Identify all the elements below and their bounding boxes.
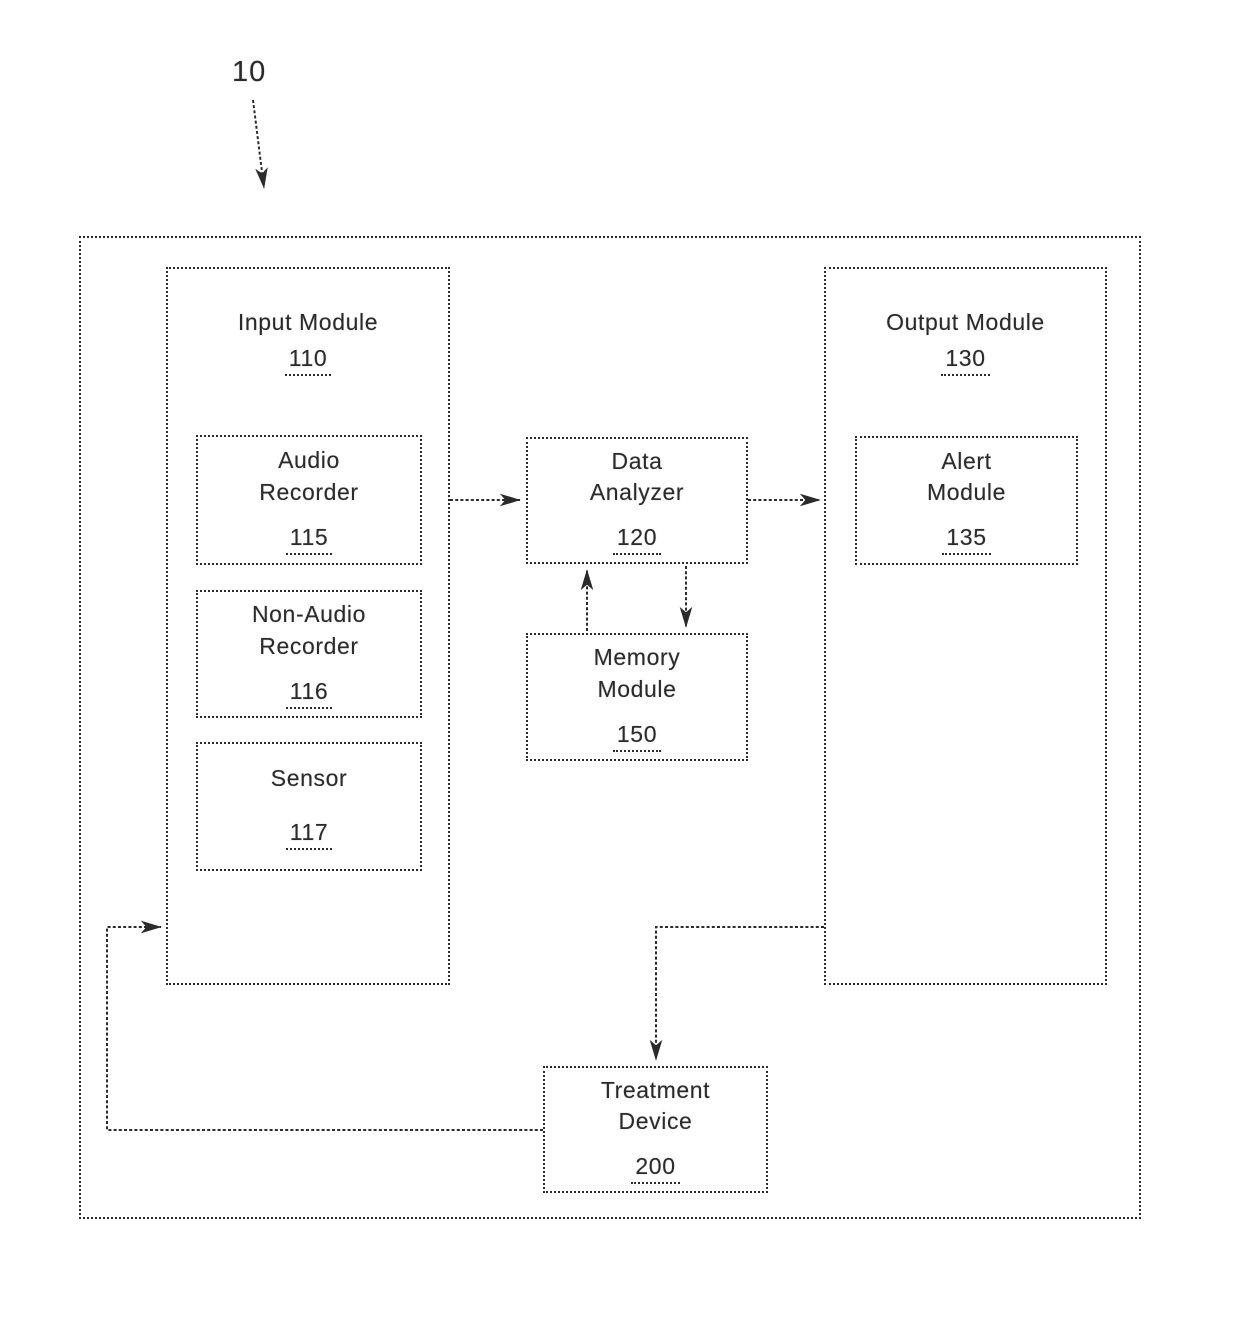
input-module-number: 110 (284, 345, 332, 377)
figure-reference-label: 10 (232, 56, 267, 88)
alert-module-box: Alert Module 135 (855, 436, 1078, 565)
audio-recorder-box: Audio Recorder 115 (196, 435, 422, 565)
output-module-number: 130 (941, 345, 990, 377)
data-analyzer-title: Data Analyzer (589, 447, 685, 505)
audio-recorder-number: 115 (285, 524, 333, 555)
treatment-device-number: 200 (631, 1153, 680, 1185)
alert-module-number: 135 (942, 524, 991, 556)
sensor-number: 117 (285, 819, 333, 850)
input-module-title: Input Module (237, 309, 379, 335)
sensor-box: Sensor 117 (196, 742, 422, 871)
non-audio-recorder-box: Non-Audio Recorder 116 (196, 590, 422, 718)
memory-module-number: 150 (612, 721, 662, 752)
treatment-device-title: Treatment Device (600, 1076, 711, 1134)
sensor-title: Sensor (270, 765, 348, 792)
memory-module-box: Memory Module 150 (526, 633, 748, 761)
system-boundary-box (79, 236, 1141, 1219)
data-analyzer-number: 120 (612, 524, 662, 556)
treatment-device-box: Treatment Device 200 (543, 1066, 768, 1193)
data-analyzer-box: Data Analyzer 120 (526, 437, 748, 564)
non-audio-recorder-title: Non-Audio Recorder (251, 601, 367, 659)
output-module-box: Output Module 130 (824, 267, 1107, 985)
memory-module-title: Memory Module (593, 644, 681, 702)
non-audio-recorder-number: 116 (285, 678, 333, 709)
audio-recorder-title: Audio Recorder (259, 447, 359, 505)
reference-pointer-arrow (252, 99, 268, 189)
output-module-title: Output Module (886, 309, 1045, 335)
alert-module-title: Alert Module (926, 447, 1007, 505)
